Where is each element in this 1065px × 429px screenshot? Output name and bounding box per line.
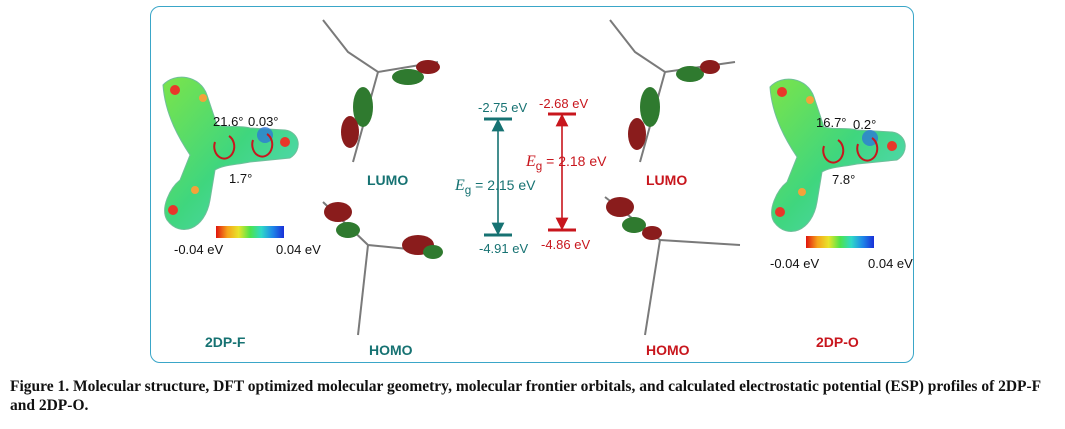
lumo-orbital-2dp-f xyxy=(322,19,440,163)
angle-label-4: 16.7° xyxy=(816,115,847,130)
eg-symbol-o: E xyxy=(526,153,536,170)
energy-level-diagram xyxy=(484,112,576,237)
scale-min-left: -0.04 eV xyxy=(174,242,224,257)
homo-orbital-2dp-o xyxy=(604,196,741,336)
orbital-label-homo-right: HOMO xyxy=(646,342,690,358)
lumo-orbital-2dp-o xyxy=(609,19,736,163)
lumo-energy-2dp-o: -2.68 eV xyxy=(539,96,589,111)
orbital-label-lumo-right: LUMO xyxy=(646,172,688,188)
angle-label-1: 21.6° xyxy=(213,114,244,129)
orbital-label-homo-left: HOMO xyxy=(369,342,413,358)
angle-label-5: 0.2° xyxy=(853,117,877,132)
band-gap-2dp-o: Eg = 2.18 eV xyxy=(526,153,606,173)
esp-surface-2dp-o xyxy=(769,78,906,232)
eg-sub-f: g xyxy=(464,183,472,197)
esp-surface-2dp-f xyxy=(162,76,299,230)
eg-symbol-f: E xyxy=(455,177,465,194)
eg-value-o: = 2.18 eV xyxy=(542,153,607,169)
homo-energy-2dp-f: -4.91 eV xyxy=(479,241,529,256)
esp-colorbar-right xyxy=(806,236,874,248)
lumo-energy-2dp-f: -2.75 eV xyxy=(478,100,528,115)
eg-sub-o: g xyxy=(535,159,543,173)
scale-min-right: -0.04 eV xyxy=(770,256,820,271)
scale-max-right: 0.04 eV xyxy=(868,256,913,271)
esp-colorbar-left xyxy=(216,226,284,238)
molecule-name-2dp-f: 2DP-F xyxy=(205,334,246,350)
scale-max-left: 0.04 eV xyxy=(276,242,321,257)
figure-panel xyxy=(150,6,914,363)
figure-caption: Figure 1. Molecular structure, DFT optim… xyxy=(10,378,1041,414)
angle-label-2: 0.03° xyxy=(248,114,279,129)
eg-value-f: = 2.15 eV xyxy=(471,177,536,193)
band-gap-2dp-f: Eg = 2.15 eV xyxy=(455,177,535,197)
molecule-name-2dp-o: 2DP-O xyxy=(816,334,859,350)
homo-orbital-2dp-f xyxy=(322,201,443,336)
orbital-label-lumo-left: LUMO xyxy=(367,172,409,188)
homo-energy-2dp-o: -4.86 eV xyxy=(541,237,591,252)
angle-label-3: 1.7° xyxy=(229,171,253,186)
angle-label-6: 7.8° xyxy=(832,172,856,187)
